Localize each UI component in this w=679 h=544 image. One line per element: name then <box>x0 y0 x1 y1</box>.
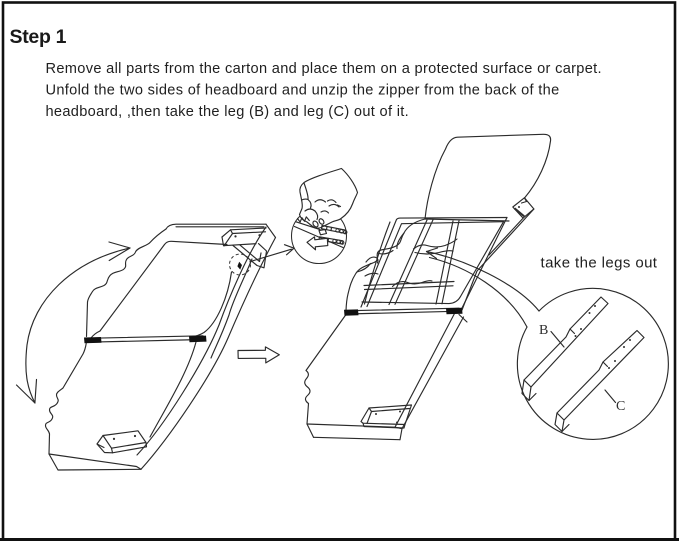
svg-text:B: B <box>539 323 548 338</box>
svg-text:headboard, ,then take the leg: headboard, ,then take the leg (B) and le… <box>46 104 410 120</box>
svg-text:take the legs out: take the legs out <box>541 255 658 272</box>
svg-text:Step 1: Step 1 <box>10 26 67 48</box>
svg-text:Unfold the two sides of headbo: Unfold the two sides of headboard and un… <box>46 83 560 99</box>
svg-text:C: C <box>616 399 625 414</box>
svg-text:Remove all parts from the cart: Remove all parts from the carton and pla… <box>46 61 602 77</box>
